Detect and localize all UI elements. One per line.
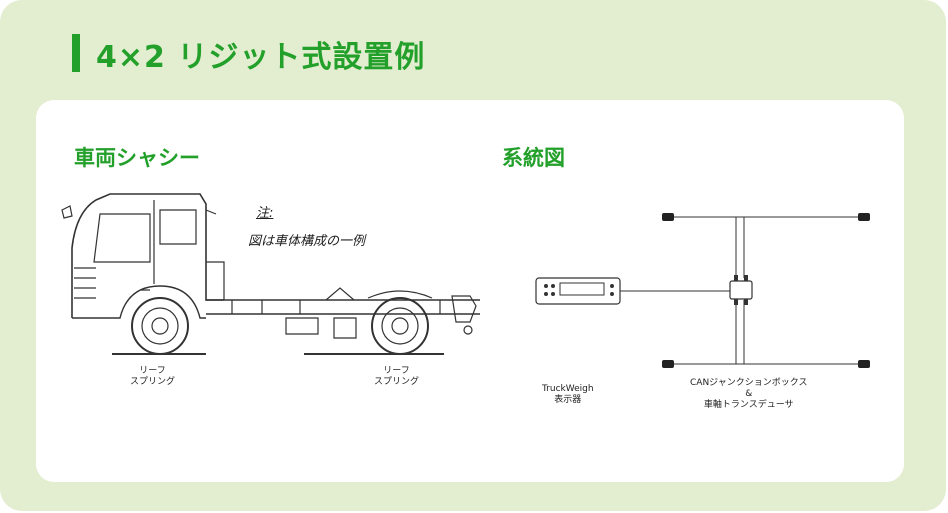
truck-illustration <box>61 193 480 355</box>
display-caption: TruckWeigh 表示器 <box>542 384 594 405</box>
junction-caption: CANジャンクションボックス & 車軸トランスデューサ <box>690 378 808 410</box>
note-text: 図は車体構成の一例 <box>248 234 366 249</box>
axle-transducer-top-right <box>858 213 870 221</box>
system-heading: 系統図 <box>502 146 565 170</box>
page-title: 4×2 リジット式設置例 <box>96 40 426 75</box>
axle-transducer-bottom-right <box>858 360 870 368</box>
title-accent-bar <box>72 34 80 72</box>
axle-transducer-bottom-left <box>662 360 674 368</box>
truckweigh-display-unit <box>535 277 621 305</box>
system-wiring <box>620 216 858 365</box>
can-junction-box <box>729 275 753 305</box>
note-label: 注: <box>256 206 274 221</box>
front-spring-caption: リーフ スプリング <box>130 366 176 387</box>
chassis-heading: 車両シャシー <box>74 146 200 170</box>
axle-transducer-top-left <box>662 213 674 221</box>
rear-spring-caption: リーフ スプリング <box>374 366 420 387</box>
